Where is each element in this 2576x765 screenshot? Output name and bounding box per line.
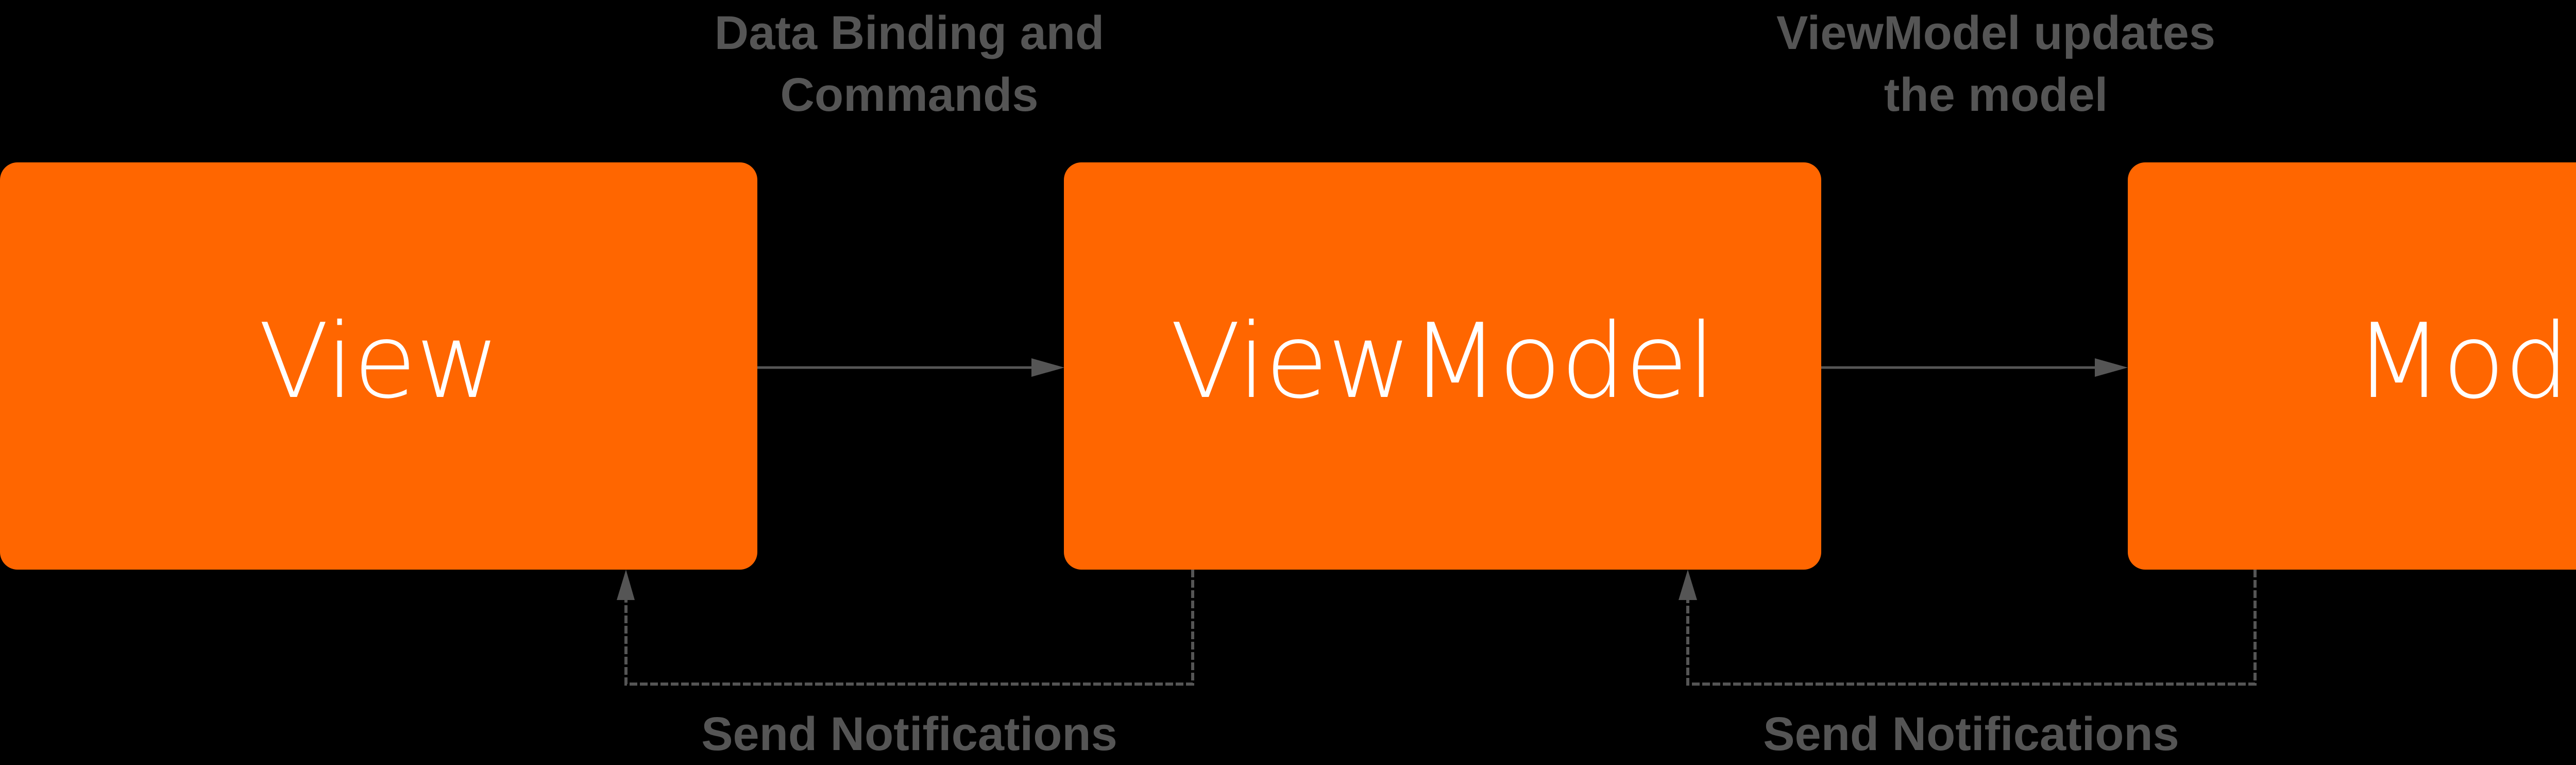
node-view: View (0, 162, 757, 570)
edge-label-line: ViewModel updates (1776, 7, 2216, 59)
edge-label-send-notifications-2: Send Notifications (1714, 703, 2229, 765)
node-model: Model (2128, 162, 2576, 570)
arrow-viewmodel-to-model (1821, 358, 2128, 377)
notification-model-to-viewmodel (1679, 570, 2257, 686)
edge-label-line: Send Notifications (1763, 708, 2179, 760)
node-viewmodel-label: ViewModel (1170, 302, 1716, 422)
edge-label-data-binding: Data Binding and Commands (652, 2, 1167, 126)
node-viewmodel: ViewModel (1064, 162, 1821, 570)
node-model-label: Model (2354, 302, 2576, 422)
edge-label-line: Commands (780, 69, 1039, 121)
edge-label-viewmodel-updates: ViewModel updates the model (1738, 2, 2253, 126)
node-view-label: View (258, 302, 500, 422)
edge-label-line: Send Notifications (701, 708, 1117, 760)
edge-label-line: Data Binding and (714, 7, 1105, 59)
arrow-view-to-viewmodel (757, 358, 1064, 377)
arrowhead-up-icon (617, 570, 635, 600)
arrowhead-right-icon (1031, 358, 1064, 377)
edge-label-line: the model (1884, 69, 2108, 121)
arrowhead-up-icon (1679, 570, 1697, 600)
edge-label-send-notifications-1: Send Notifications (652, 703, 1167, 765)
arrowhead-right-icon (2095, 358, 2128, 377)
notification-viewmodel-to-view (617, 570, 1194, 686)
